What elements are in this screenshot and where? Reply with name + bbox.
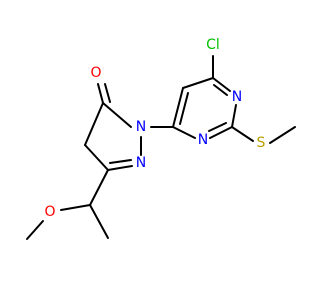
bond-carbonyl-b <box>104 83 111 103</box>
pyrimidine-nitrogen-2-atom-label: N <box>198 132 208 148</box>
bond-carbonyl-a <box>97 83 104 104</box>
carbonyl-oxygen-atom-label: O <box>90 65 101 81</box>
pyrazole-nitrogen-1-atom-label: N <box>136 119 146 135</box>
bond-ch-o <box>60 204 91 211</box>
bond-c3-n2-double-a <box>107 165 133 171</box>
bond-n1p-c2p <box>231 104 237 128</box>
chemical-structure-diagram: Cl O N N N N S O <box>0 0 300 300</box>
methoxy-oxygen-atom-label: O <box>44 204 55 220</box>
bond-c5p-c6p <box>182 77 214 89</box>
bond-c3-n2-double-b <box>109 159 132 164</box>
bond-ch-ch3 <box>89 204 109 239</box>
pyrazole-nitrogen-2-atom-label: N <box>136 155 146 171</box>
bond-c2p-n3p <box>209 126 233 139</box>
bond-c6p-n1p-inner <box>213 84 228 96</box>
bond-s-ch3 <box>269 126 296 144</box>
bond-c6p-n1p <box>212 77 231 92</box>
bond-c4p-c5p-inner <box>179 92 189 125</box>
bond-c2p-n3p-inner <box>208 122 227 132</box>
background <box>0 0 300 300</box>
bond-c5-n1 <box>102 102 132 128</box>
bond-c4-c3 <box>84 144 109 171</box>
bond-c4p-c5p <box>172 87 184 128</box>
sulfur-atom-label: S <box>257 135 266 151</box>
chlorine-atom-label: Cl <box>206 37 220 53</box>
bond-c2p-s <box>231 126 254 142</box>
bond-c3-ch <box>89 169 109 206</box>
bond-n3p-c4p <box>172 126 196 139</box>
pyrimidine-nitrogen-1-atom-label: N <box>232 89 242 105</box>
bond-o-ch3 <box>26 220 44 240</box>
bond-c5-c4 <box>84 102 104 146</box>
